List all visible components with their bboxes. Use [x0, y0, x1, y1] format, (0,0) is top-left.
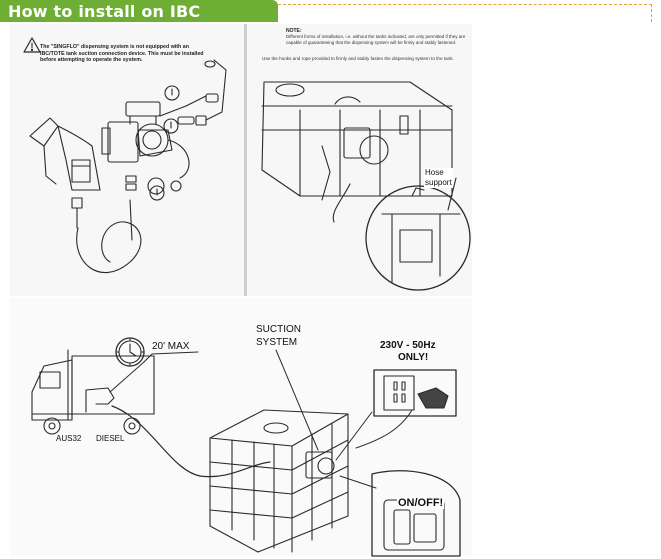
hose-support-label: Hose support: [424, 168, 453, 188]
on-off-label: ON/OFF!: [397, 497, 445, 509]
header-dashed-frame: [278, 4, 652, 22]
note-text: Different forms of installation, i.e. wi…: [286, 34, 466, 45]
header-tab: How to install on IBC: [0, 0, 278, 22]
installation-warning-text: The "SINGFLO" dispensing system is not e…: [40, 44, 204, 63]
installation-diagram-panel: [10, 298, 472, 556]
manual-page-right: [247, 24, 472, 296]
diesel-label: DIESEL: [96, 434, 125, 443]
manual-page-left: [10, 24, 244, 296]
page-title: How to install on IBC: [8, 1, 201, 21]
voltage-label: 230V - 50Hz: [380, 340, 436, 351]
aus32-label: AUS32: [56, 434, 82, 443]
suction-label-line1: SUCTION: [256, 324, 301, 335]
voltage-only-label: ONLY!: [398, 352, 429, 363]
hooks-instruction-text: Use the hooks and rope provided to firml…: [262, 56, 454, 61]
note-title: NOTE:: [286, 28, 302, 34]
max-distance-label: 20' MAX: [152, 341, 190, 352]
manual-page-divider: [244, 24, 247, 296]
suction-label-line2: SYSTEM: [256, 337, 298, 348]
